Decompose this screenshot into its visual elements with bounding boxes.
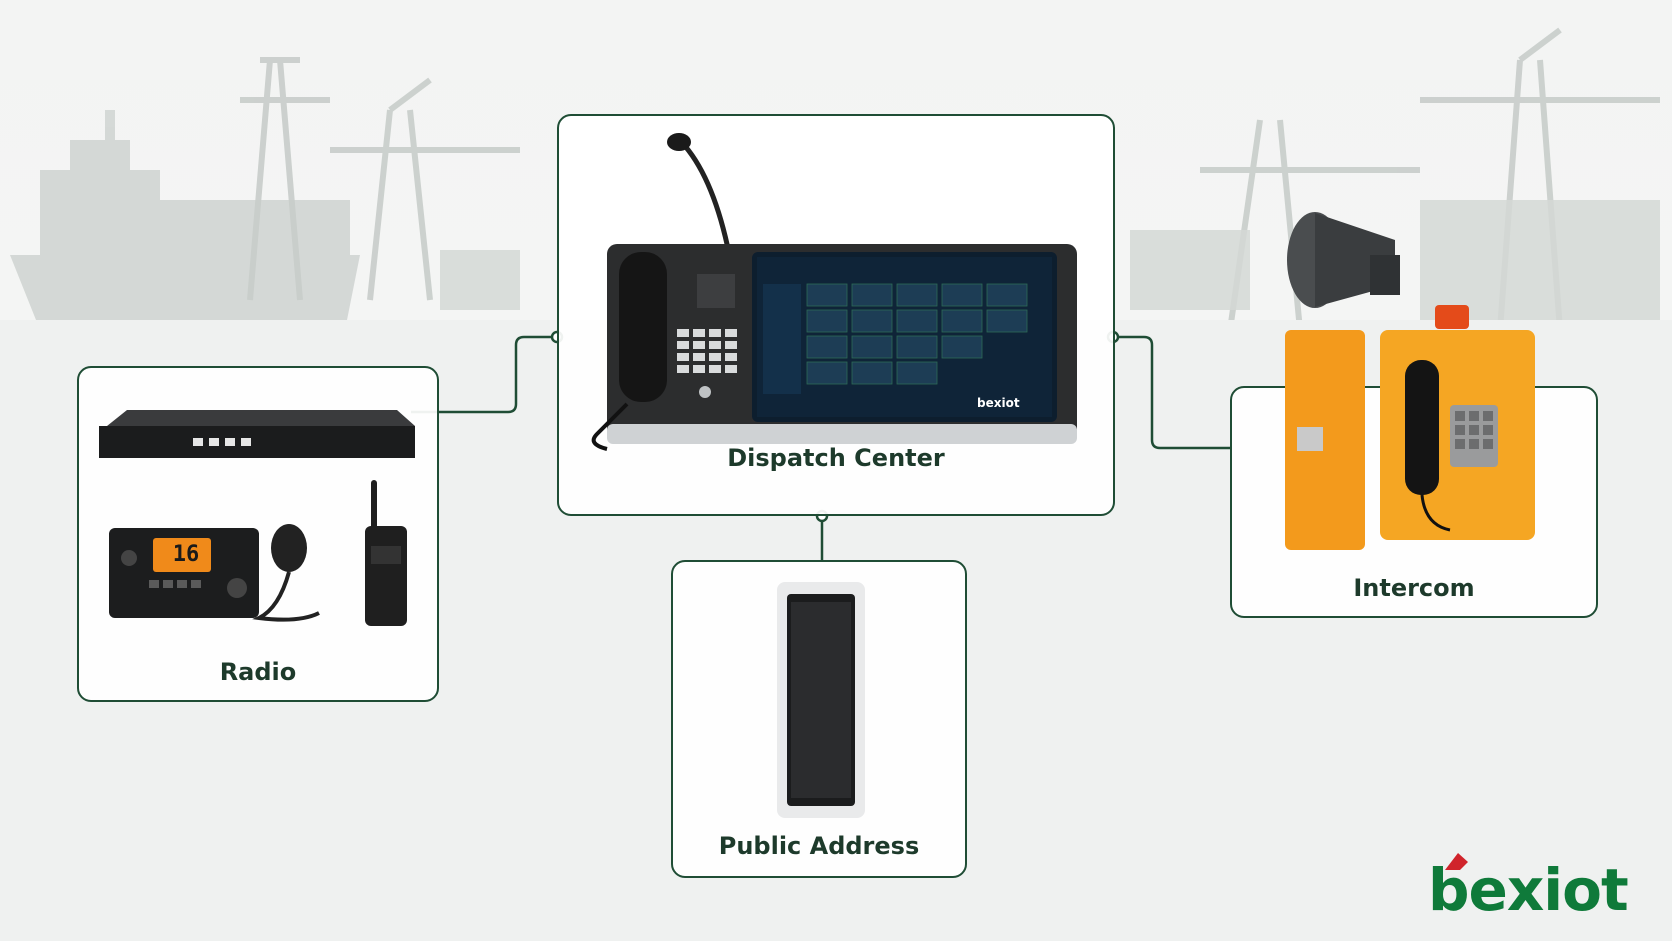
crane-left [240, 57, 520, 301]
walkie-talkie-image [365, 480, 407, 626]
logo-wordmark: bexiot [1428, 856, 1629, 924]
dispatch-center-label: Dispatch Center [727, 444, 945, 472]
dialpad-icon [677, 329, 737, 373]
intercom-label: Intercom [1353, 574, 1475, 602]
vhf-marine-radio-image [109, 524, 320, 622]
radio-gateway-image [99, 410, 415, 458]
radio-label: Radio [219, 658, 297, 686]
public-address-label: Public Address [718, 832, 920, 860]
radio-card[interactable]: 16 Radio [77, 366, 439, 702]
console-brand: bexiot [977, 396, 1020, 410]
container-stacks [440, 200, 1660, 320]
intercom-device-image [1285, 212, 1535, 550]
public-address-card[interactable]: Public Address [671, 560, 967, 878]
column-speaker-image [777, 582, 865, 818]
bexiot-logo: bexiot [1428, 848, 1658, 928]
radio-channel-display: 16 [172, 542, 200, 567]
logo-red-mark-icon [1445, 853, 1468, 870]
dispatch-console-image: bexiot [591, 133, 1077, 451]
dispatch-center-card[interactable]: bexiot Dispatch Center [557, 114, 1115, 516]
